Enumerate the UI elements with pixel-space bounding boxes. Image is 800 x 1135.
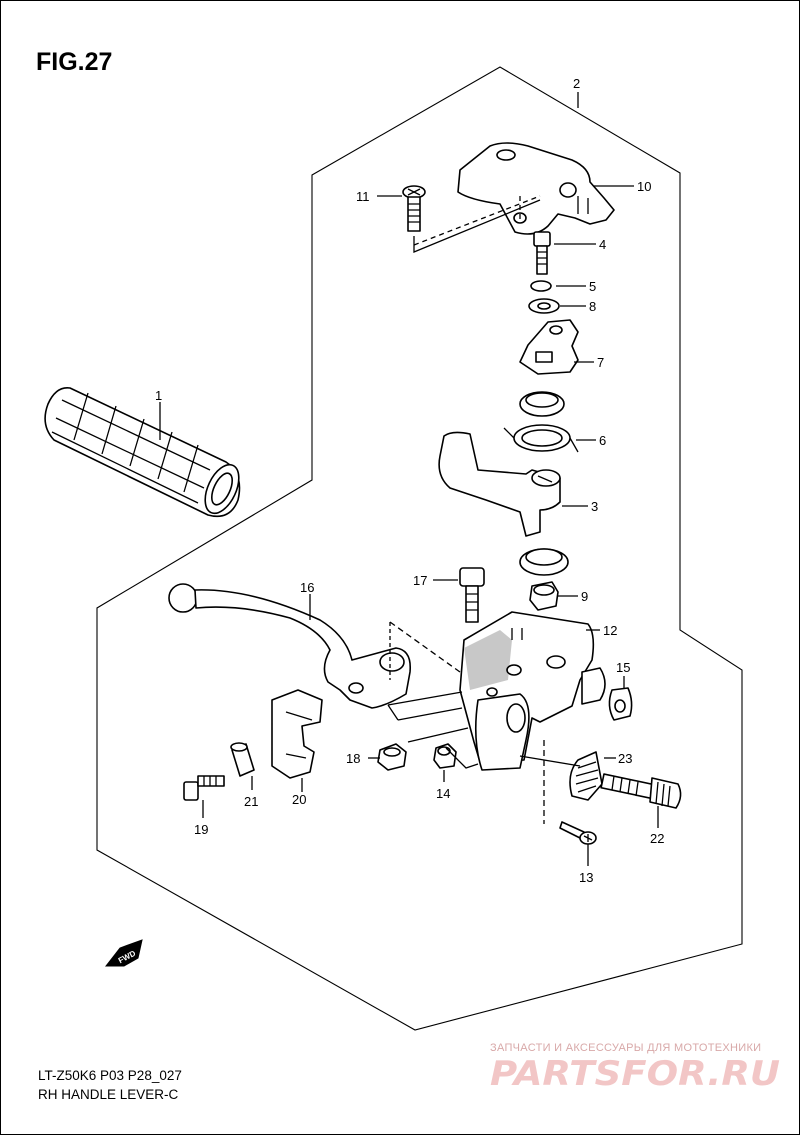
callout-20: 20 xyxy=(292,792,306,807)
part-bolt-4 xyxy=(533,231,551,275)
callout-9: 9 xyxy=(581,589,588,604)
part-bolt-19 xyxy=(183,775,225,801)
part-plate-7 xyxy=(519,319,579,375)
callout-12: 12 xyxy=(603,623,617,638)
part-brake-lever-16 xyxy=(168,583,412,709)
callout-21: 21 xyxy=(244,794,258,809)
callout-2: 2 xyxy=(573,76,580,91)
part-nut-14 xyxy=(433,743,457,769)
part-grip xyxy=(44,387,241,518)
figure-title: FIG.27 xyxy=(36,48,113,76)
callout-17: 17 xyxy=(413,573,427,588)
callout-5: 5 xyxy=(589,279,596,294)
callout-labels: 1 2 3 4 5 6 7 8 9 10 11 12 13 14 15 16 1… xyxy=(155,76,664,885)
callout-4: 4 xyxy=(599,237,606,252)
part-spring-6 xyxy=(503,424,579,453)
callout-11: 11 xyxy=(356,189,370,204)
callout-8: 8 xyxy=(589,299,596,314)
callout-22: 22 xyxy=(650,831,664,846)
part-bolt-17 xyxy=(459,567,485,623)
callout-16: 16 xyxy=(300,580,314,595)
part-switch-cover xyxy=(457,142,615,235)
callout-10: 10 xyxy=(637,179,651,194)
part-screw-11 xyxy=(402,185,426,232)
part-clamp-20 xyxy=(271,689,323,779)
callout-23: 23 xyxy=(618,751,632,766)
part-pin-15 xyxy=(608,687,633,721)
part-washer-8 xyxy=(528,298,560,314)
callout-1: 1 xyxy=(155,388,162,403)
callout-18: 18 xyxy=(346,751,360,766)
model-code: LT-Z50K6 P03 P28_027 xyxy=(38,1068,182,1083)
reference-lines xyxy=(387,195,581,824)
part-collar-lower xyxy=(519,548,569,576)
callout-6: 6 xyxy=(599,433,606,448)
part-throttle-lever-3 xyxy=(438,431,561,537)
callout-14: 14 xyxy=(436,786,450,801)
callout-15: 15 xyxy=(616,660,630,675)
assembly-name: RH HANDLE LEVER-C xyxy=(38,1087,179,1102)
assembly-group-outline xyxy=(96,66,743,1031)
part-nut-9 xyxy=(529,581,559,611)
watermark-tagline: ЗАПЧАСТИ И АКСЕССУАРЫ ДЛЯ МОТОТЕХНИКИ xyxy=(490,1042,762,1054)
part-master-cylinder-12 xyxy=(459,611,606,771)
part-collar-upper xyxy=(519,391,565,417)
leader-lines xyxy=(159,92,659,866)
callout-13: 13 xyxy=(579,870,593,885)
callout-19: 19 xyxy=(194,822,208,837)
part-screw-13 xyxy=(559,821,597,845)
part-nut-18 xyxy=(377,743,407,771)
watermark-logo: PARTSFOR.RU xyxy=(490,1054,780,1094)
fwd-direction-arrow: FWD xyxy=(104,939,143,967)
part-washer-5 xyxy=(530,280,552,292)
part-adjuster-screw-22 xyxy=(600,773,682,809)
callout-7: 7 xyxy=(597,355,604,370)
part-adjuster-23 xyxy=(569,751,603,801)
callout-3: 3 xyxy=(591,499,598,514)
part-collar-21 xyxy=(230,742,255,777)
